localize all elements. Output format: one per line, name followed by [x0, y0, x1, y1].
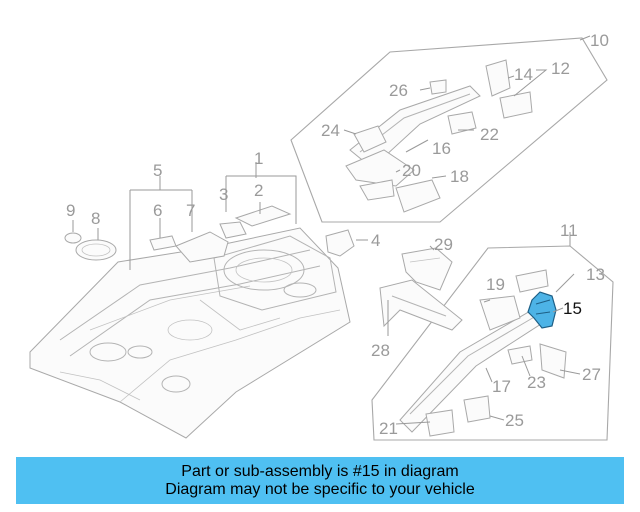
label-5: 5 — [153, 161, 162, 180]
label-13: 13 — [586, 265, 605, 284]
info-banner: Part or sub-assembly is #15 in diagram D… — [16, 457, 624, 504]
label-21: 21 — [379, 419, 398, 438]
label-11: 11 — [560, 221, 578, 240]
upper-right-panel-outline — [290, 37, 608, 223]
label-15: 15 — [563, 299, 582, 318]
label-4: 4 — [371, 231, 380, 250]
label-7: 7 — [186, 201, 195, 220]
label-8: 8 — [91, 209, 100, 228]
label-22: 22 — [480, 125, 499, 144]
label-10: 10 — [590, 31, 609, 50]
lower-right-panel-outline — [371, 245, 614, 441]
leader-lines — [72, 35, 591, 425]
label-1: 1 — [254, 149, 263, 168]
part-4-bracket — [325, 229, 355, 257]
part-labels: 1 2 3 4 5 6 7 8 9 10 11 12 13 14 15 16 1… — [66, 31, 609, 438]
floor-small-parts — [64, 205, 292, 263]
label-9: 9 — [66, 201, 75, 220]
caption-disclaimer: Diagram may not be specific to your vehi… — [165, 480, 475, 498]
rear-floor-pan — [29, 227, 351, 439]
caption-part-reference: Part or sub-assembly is #15 in diagram — [181, 462, 459, 480]
label-2: 2 — [254, 181, 263, 200]
label-19: 19 — [486, 275, 505, 294]
label-25: 25 — [505, 411, 524, 430]
label-18: 18 — [450, 167, 469, 186]
label-6: 6 — [153, 201, 162, 220]
label-20: 20 — [402, 161, 421, 180]
parts-diagram: 1 2 3 4 5 6 7 8 9 10 11 12 13 14 15 16 1… — [29, 31, 614, 441]
upper-rail-assembly — [345, 59, 533, 213]
label-29: 29 — [434, 235, 453, 254]
label-3: 3 — [219, 185, 228, 204]
label-16: 16 — [432, 139, 451, 158]
label-12: 12 — [551, 59, 570, 78]
label-24: 24 — [321, 121, 340, 140]
label-14: 14 — [514, 65, 533, 84]
label-26: 26 — [389, 81, 408, 100]
label-17: 17 — [492, 377, 511, 396]
part-15-highlighted[interactable] — [527, 291, 557, 329]
label-23: 23 — [527, 373, 546, 392]
label-27: 27 — [582, 365, 601, 384]
label-28: 28 — [371, 341, 390, 360]
crossmember-parts — [379, 247, 463, 331]
